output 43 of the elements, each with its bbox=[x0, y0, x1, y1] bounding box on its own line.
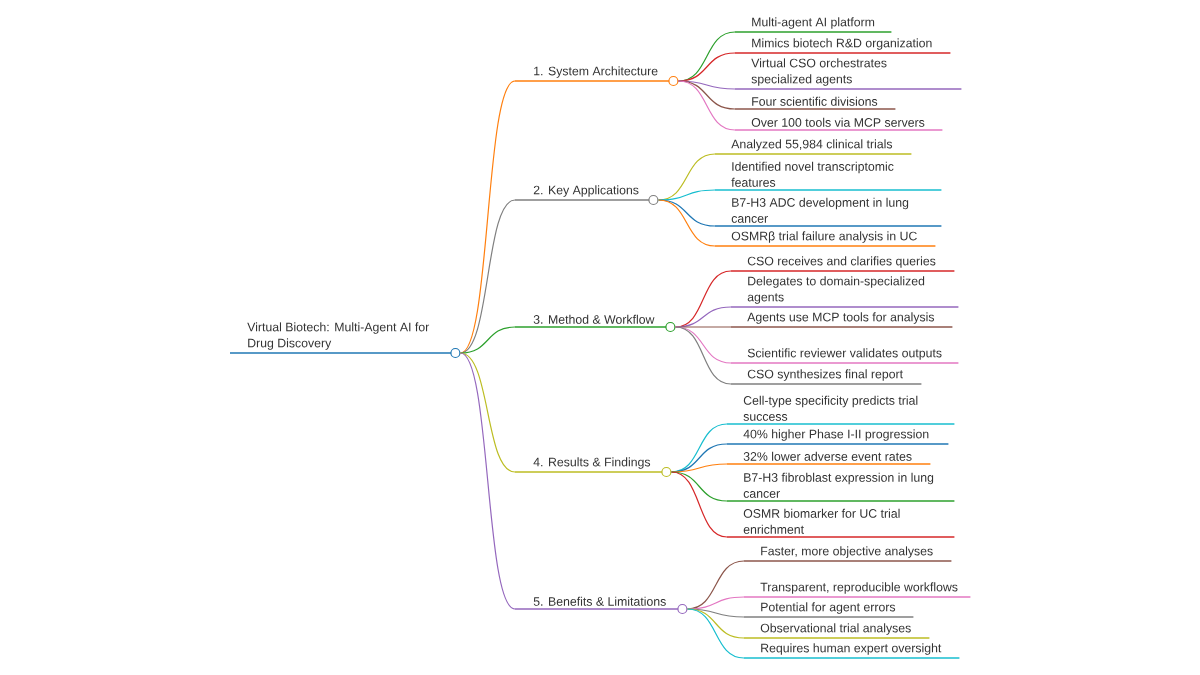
topic-label: 4. Results & Findings bbox=[514, 457, 672, 478]
topic-label: Observational trial analyses bbox=[743, 623, 931, 639]
topic-label: CSO synthesizes final report bbox=[730, 369, 923, 385]
connector bbox=[677, 80, 736, 110]
topic-label: Virtual CSO orchestrates specialized agents bbox=[734, 58, 963, 90]
topic-label: Transparent, reproducible workflows bbox=[743, 582, 972, 598]
topic-label: Potential for agent errors bbox=[743, 602, 915, 618]
connector bbox=[657, 199, 716, 247]
topic-label: Four scientific divisions bbox=[734, 96, 897, 110]
topic-label: Analyzed 55,984 clinical trials bbox=[714, 139, 913, 155]
connector bbox=[459, 326, 516, 354]
connector bbox=[674, 326, 732, 385]
topic-label: 2. Key Applications bbox=[514, 185, 659, 206]
topic-label: Mimics biotech R&D organization bbox=[734, 38, 952, 54]
connector bbox=[670, 471, 728, 502]
topic-label: 1. System Architecture bbox=[514, 66, 679, 87]
topic-label: Over 100 tools via MCP servers bbox=[734, 117, 944, 131]
connector bbox=[459, 352, 516, 610]
connector bbox=[459, 352, 516, 473]
topic-label: 32% lower adverse event rates bbox=[726, 451, 932, 465]
topic-label: Requires human expert oversight bbox=[743, 643, 961, 659]
connector bbox=[670, 471, 728, 538]
topic-label: CSO receives and clarifies queries bbox=[730, 256, 956, 272]
topic-label: Faster, more objective analyses bbox=[743, 546, 953, 562]
topic-label: 40% higher Phase I-II progression bbox=[726, 429, 950, 445]
topic-label: Identified novel transcriptomic features bbox=[714, 161, 943, 191]
topic-label: Scientific reviewer validates outputs bbox=[730, 348, 960, 364]
topic-label: OSMRβ trial failure analysis in UC bbox=[714, 231, 937, 247]
connector bbox=[677, 80, 736, 131]
topic-label: B7-H3 ADC development in lung cancer bbox=[714, 197, 943, 227]
topic-label: Agents use MCP tools for analysis bbox=[730, 312, 954, 328]
topic-label: Cell-type specificity predicts trial success bbox=[726, 395, 956, 425]
topic-label: Multi-agent AI platform bbox=[734, 17, 893, 33]
connector bbox=[674, 326, 732, 364]
connector bbox=[686, 608, 745, 659]
topic-label: OSMR biomarker for UC trial enrichment bbox=[726, 508, 956, 538]
connector bbox=[686, 608, 745, 639]
topic-label: B7-H3 fibroblast expression in lung cancer bbox=[726, 472, 956, 502]
topic-label: Delegates to domain-specialized agents bbox=[730, 276, 960, 308]
topic-label: Virtual Biotech: Multi-Agent AI for Drug Discovery bbox=[229, 322, 461, 359]
topic-label: 5. Benefits & Limitations bbox=[514, 596, 688, 615]
connector bbox=[657, 199, 716, 227]
topic-label: 3. Method & Workflow bbox=[514, 314, 676, 333]
